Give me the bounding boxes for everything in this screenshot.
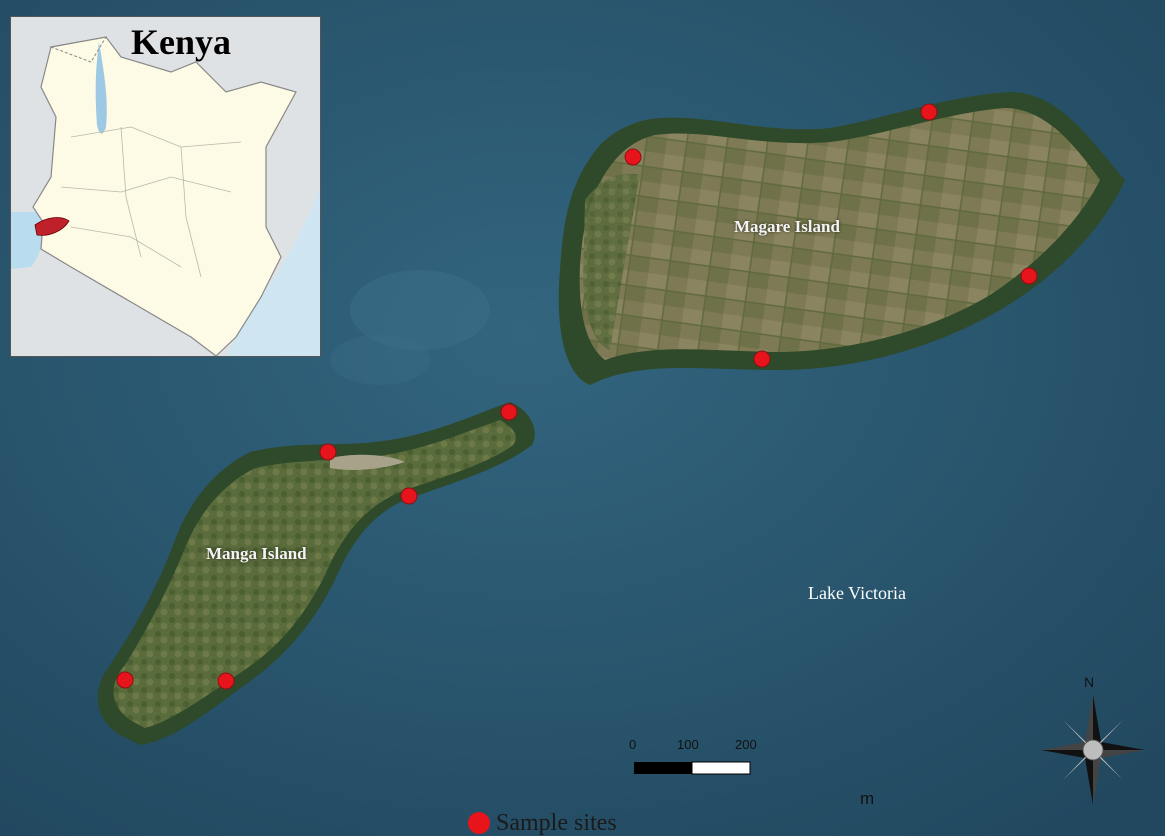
- scale-bar-white-segment: [691, 761, 751, 775]
- sample-site-marker[interactable]: [500, 403, 518, 421]
- magare-island-label: Magare Island: [734, 217, 840, 236]
- sediment-plume: [350, 270, 490, 350]
- sample-site-marker[interactable]: [116, 671, 134, 689]
- sample-site-marker[interactable]: [217, 672, 235, 690]
- lake-victoria-label: Lake Victoria: [808, 583, 907, 603]
- manga-island-label: Manga Island: [206, 544, 307, 563]
- scale-bar: [634, 761, 751, 775]
- inset-title: Kenya: [131, 22, 232, 62]
- kenya-outline-map: [11, 17, 320, 356]
- indian-ocean: [226, 187, 320, 356]
- scale-tick-0: 0: [629, 737, 637, 752]
- sample-site-legend-icon: [468, 812, 490, 834]
- study-area-highlight: [34, 217, 70, 236]
- manga-island-clearing: [330, 454, 405, 470]
- sample-site-marker[interactable]: [319, 443, 337, 461]
- sediment-plume: [330, 335, 430, 385]
- magare-island-bush: [583, 173, 640, 350]
- magare-island-interior: [579, 108, 1100, 360]
- lake-turkana-inset: [95, 42, 107, 134]
- inset-map: Kenya: [10, 16, 321, 357]
- sample-site-marker[interactable]: [920, 103, 938, 121]
- north-arrow-icon: [1041, 695, 1145, 805]
- ilemi-triangle: [49, 36, 107, 63]
- sample-sites: [116, 103, 1038, 690]
- scale-tick-200: 200: [735, 737, 757, 752]
- scale-tick-100: 100: [677, 737, 699, 752]
- sample-site-marker[interactable]: [753, 350, 771, 368]
- north-label: N: [1084, 674, 1095, 690]
- sample-site-marker[interactable]: [1020, 267, 1038, 285]
- sample-site-marker[interactable]: [624, 148, 642, 166]
- legend: Sample sites: [468, 810, 617, 836]
- legend-label: Sample sites: [496, 809, 617, 836]
- manga-island-interior: [113, 420, 516, 728]
- scale-bar-black-segment: [634, 762, 692, 774]
- sample-site-marker[interactable]: [400, 487, 418, 505]
- scale-unit: m: [860, 789, 875, 808]
